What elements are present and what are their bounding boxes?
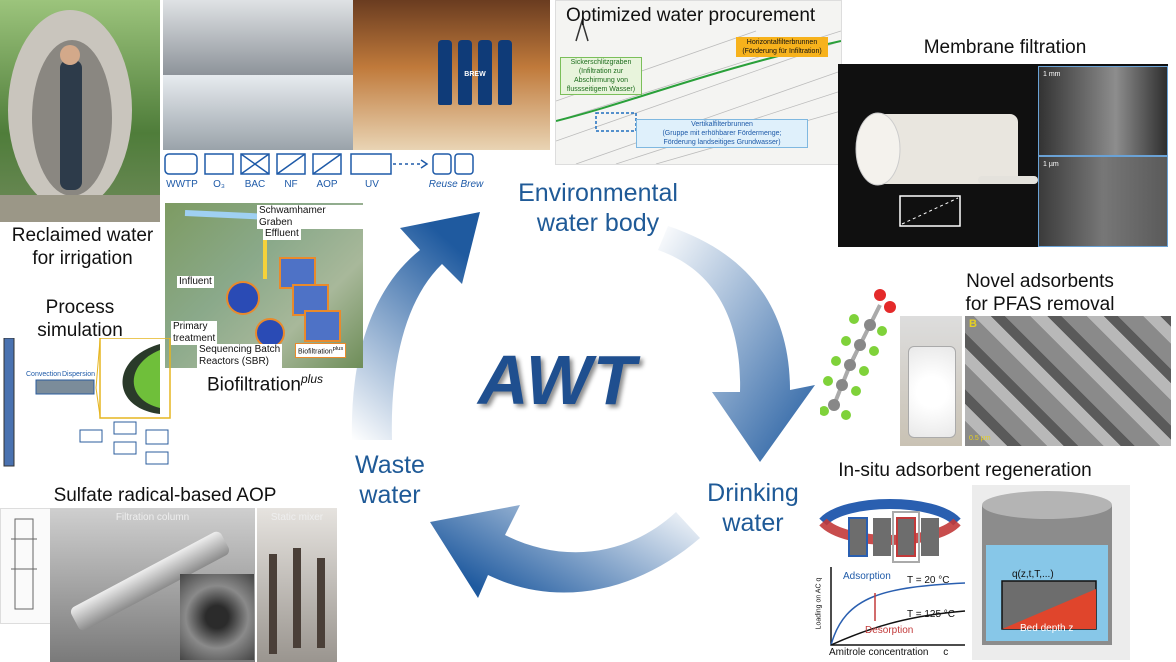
vertical-well-box: Vertikalfilterbrunnen (Gruppe mit erhöhb…: [636, 119, 808, 148]
aop-filtration-column-photo: Filtration column: [50, 508, 255, 662]
label-bed-depth: Bed depth z: [1020, 623, 1074, 634]
biofiltration-caption: Biofiltrationplus: [185, 368, 345, 396]
bio-label: Biofiltration: [298, 348, 333, 356]
label-creek: Schwamhamer Graben: [257, 205, 363, 229]
beer-bottle: [438, 40, 452, 105]
aop-caption: Sulfate radical-based AOP: [53, 485, 277, 506]
ylabel: Loading on AC: [815, 583, 823, 630]
label-t20: T = 20 °C: [907, 575, 950, 586]
beer-bottle: [458, 40, 472, 105]
pfas-vial-photo: [900, 316, 962, 446]
simulation-diagram: Convection Dispersion: [0, 338, 172, 470]
arrow-waste-to-env: [351, 212, 480, 440]
brewing-photo: BREW: [353, 0, 550, 150]
label-convection: Convection: [26, 371, 62, 378]
x-axis-label: Amitrole concentration c: [829, 647, 975, 659]
pfas-molecule: [820, 285, 908, 425]
aop-static-mixer-photo: Static mixer: [257, 508, 337, 662]
step-aop: AOP: [316, 179, 338, 190]
biofiltration-aerial: Schwamhamer Graben Effluent Influent Pri…: [165, 203, 363, 368]
xlabel: Amitrole concentration: [829, 647, 929, 658]
lab-photo: [163, 75, 353, 150]
sem-scale: 0.5 µm: [969, 435, 991, 442]
pfas-sem-image: B 0.5 µm: [965, 316, 1171, 446]
pipe-sculpture-graphic: [0, 10, 160, 222]
step-o3: O₃: [213, 179, 225, 190]
label-effluent: Effluent: [263, 228, 301, 240]
step-wwtp: WWTP: [166, 179, 198, 190]
procurement-caption: Optimized water procurement: [566, 5, 816, 26]
procurement-map: Optimized water procurement Horizontalfi…: [555, 0, 842, 165]
label-influent: Influent: [177, 276, 214, 288]
team-photo: [163, 0, 353, 75]
membrane-photo: 1 mm 1 µm: [838, 64, 1168, 247]
adsorber-bed-graphic: q(z,t,T,...) Bed depth z: [972, 485, 1130, 660]
beer-bottle: [478, 40, 492, 105]
filtration-column-label: Filtration column: [115, 512, 190, 523]
sem-cross-section: [1038, 66, 1168, 156]
label-adsorption: Adsorption: [843, 571, 891, 582]
static-mixer-label: Static mixer: [270, 512, 324, 523]
fitting-closeup: [180, 574, 254, 660]
bottle-label: BREW: [464, 71, 486, 78]
label-desorption: Desorption: [865, 625, 914, 636]
label-q: q(z,t,T,...): [1012, 569, 1054, 580]
scale-1mm: 1 mm: [1043, 71, 1061, 78]
brew-process-chain: WWTP O₃ BAC NF AOP UV Reuse Brew: [163, 150, 493, 190]
brew-photo-collage: BREW: [163, 0, 550, 150]
step-uv: UV: [365, 179, 379, 190]
irrigation-photo: [0, 0, 160, 222]
sem-surface: [1038, 156, 1168, 247]
label-dispersion: Dispersion: [62, 371, 96, 378]
sem-label-b: B: [969, 318, 977, 330]
label-environmental-water-body: Environmental water body: [518, 179, 678, 237]
step-nf: NF: [284, 179, 298, 190]
simulation-caption: Process simulation: [37, 297, 123, 341]
step-bac: BAC: [244, 179, 266, 190]
bio-label-sup: plus: [332, 346, 344, 352]
pfas-caption: Novel adsorbents for PFAS removal: [965, 271, 1115, 315]
infiltration-trench-box: Sickerschlitzgraben (Infiltration zur Ab…: [560, 57, 642, 95]
y-axis-label: Loading on AC q: [815, 578, 823, 630]
scale-1um: 1 µm: [1043, 161, 1059, 168]
arrow-env-to-drinking: [658, 226, 815, 462]
step-reuse-brew: Reuse Brew: [428, 179, 484, 190]
label-waste-water: Waste water: [355, 451, 425, 509]
regeneration-cycle-graphic: [815, 492, 965, 572]
label-t125: T = 125 °C: [907, 609, 956, 620]
xunit: c: [943, 647, 949, 658]
center-title: AWT: [478, 341, 637, 419]
isotherm-chart: Adsorption T = 20 °C T = 125 °C Desorpti…: [815, 565, 975, 660]
horizontal-well-box: Horizontalfilterbrunnen (Förderung für I…: [736, 37, 828, 57]
label-sbr: Sequencing Batch Reactors (SBR): [197, 344, 283, 368]
irrigation-caption: Reclaimed water for irrigation: [11, 225, 154, 269]
ceramic-membrane-graphic: [855, 112, 1038, 227]
label-drinking-water: Drinking water: [707, 479, 799, 537]
yunit: q: [815, 577, 823, 582]
beer-bottle: [498, 40, 512, 105]
membrane-caption: Membrane filtration: [923, 37, 1087, 58]
arrow-drinking-to-waste: [430, 505, 700, 598]
aop-drawing: [0, 508, 52, 624]
label-biofiltration-plus: Biofiltrationplus: [295, 343, 347, 359]
label-primary-treatment: Primary treatment: [171, 321, 218, 345]
regeneration-caption: In-situ adsorbent regeneration: [838, 460, 1092, 481]
biofiltration-caption-text: Biofiltration: [206, 374, 301, 396]
biofiltration-caption-sup: plus: [300, 372, 323, 386]
